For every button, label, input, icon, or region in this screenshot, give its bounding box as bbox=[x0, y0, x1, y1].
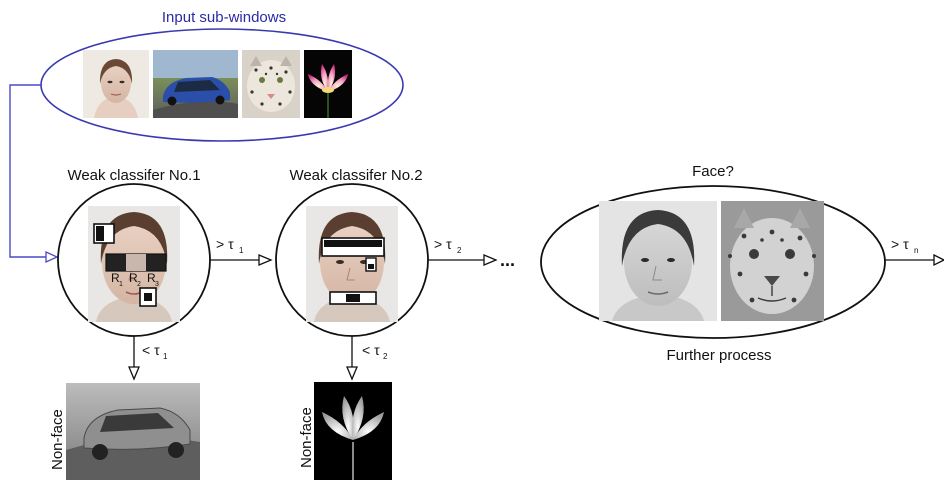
final-pass-label: > τ bbox=[891, 236, 909, 252]
final-pass-sub: n bbox=[914, 246, 918, 255]
further-process-caption: Further process bbox=[666, 347, 771, 364]
weak-classifier-2-title: Weak classifer No.2 bbox=[289, 167, 422, 184]
cascade-ellipsis: ... bbox=[500, 250, 515, 270]
region-label-r1: R bbox=[111, 271, 120, 285]
stage1-pass-arrow: > τ 1 bbox=[210, 236, 273, 266]
stage1-reject-sub: 1 bbox=[163, 352, 168, 361]
gray-leopard-icon bbox=[721, 201, 824, 321]
stage1-pass-sub: 1 bbox=[239, 246, 244, 255]
stage2-pass-arrow: > τ 2 bbox=[428, 236, 498, 266]
haar-features-2 bbox=[321, 237, 385, 305]
region-sub-1: 1 bbox=[119, 281, 123, 288]
stage1-reject-arrow: < τ 1 bbox=[128, 336, 168, 381]
stage2-reject-sub: 2 bbox=[383, 352, 388, 361]
stage1-reject-label: < τ bbox=[142, 342, 160, 358]
haar-features-1 bbox=[93, 223, 167, 307]
weak-classifier-1-title: Weak classifer No.1 bbox=[67, 167, 200, 184]
stage2-non-face-caption: Non-face bbox=[298, 407, 315, 468]
input-sub-windows-group: Input sub-windows bbox=[40, 9, 404, 142]
stage2-pass-sub: 2 bbox=[457, 246, 462, 255]
region-sub-2: 2 bbox=[137, 281, 141, 288]
car-thumbnail-icon bbox=[153, 50, 238, 118]
face-thumbnail-icon bbox=[83, 50, 149, 118]
leopard-thumbnail-icon bbox=[242, 50, 300, 118]
stage2-reject-label: < τ bbox=[362, 342, 380, 358]
stage1-pass-label: > τ bbox=[216, 236, 234, 252]
region-labels: R 1 R 2 R 3 bbox=[111, 271, 159, 288]
input-connector bbox=[9, 84, 59, 264]
weak-classifier-1: Weak classifer No.1 R 1 R 2 R 3 bbox=[57, 167, 211, 337]
stage2-reject-arrow: < τ 2 bbox=[346, 336, 388, 381]
non-face-lotus-icon bbox=[314, 382, 392, 480]
lotus-thumbnail-icon bbox=[304, 50, 352, 118]
input-sub-windows-title: Input sub-windows bbox=[162, 9, 286, 26]
stage2-pass-label: > τ bbox=[434, 236, 452, 252]
stage1-non-face-caption: Non-face bbox=[49, 409, 66, 470]
final-stage: Face? Further bbox=[540, 163, 886, 364]
weak-classifier-2: Weak classifer No.2 bbox=[275, 167, 429, 337]
gray-face-icon bbox=[599, 201, 717, 321]
non-face-car-icon bbox=[66, 383, 200, 480]
region-sub-3: 3 bbox=[155, 281, 159, 288]
final-pass-arrow: > τ n bbox=[885, 236, 944, 267]
region-label-r3: R bbox=[147, 271, 156, 285]
region-label-r2: R bbox=[129, 271, 138, 285]
face-question-title: Face? bbox=[692, 163, 734, 180]
